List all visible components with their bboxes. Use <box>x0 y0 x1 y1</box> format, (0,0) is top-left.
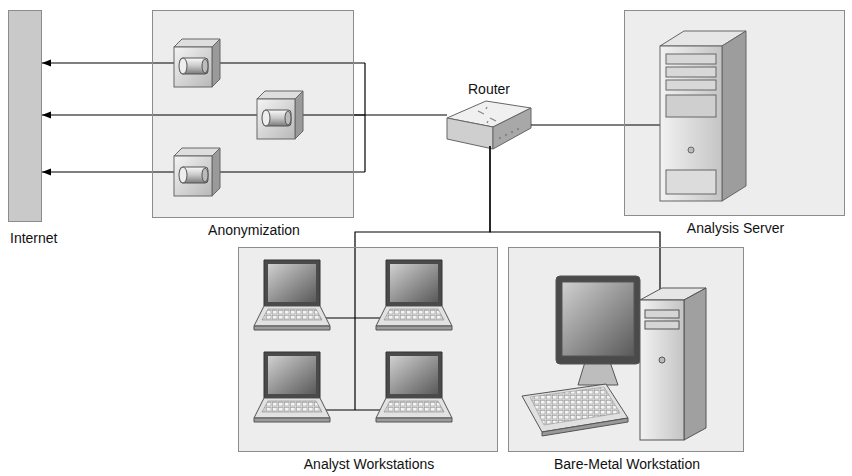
panel-ground <box>238 247 498 452</box>
connector <box>490 146 660 247</box>
connector <box>42 171 152 172</box>
panel-ground <box>508 247 744 452</box>
connector <box>355 146 490 247</box>
group-panel: Anonymization <box>152 10 354 218</box>
internet-ground <box>8 10 42 222</box>
node-label-text: Router <box>467 81 511 97</box>
router-icon <box>447 101 531 149</box>
server-wire <box>624 124 662 125</box>
connector <box>354 114 447 115</box>
lan-wires <box>322 247 380 410</box>
group-panel: Analysis Server <box>624 10 845 216</box>
node-label: Analyst Workstations <box>303 455 435 473</box>
server-tower <box>660 31 746 201</box>
node-label-text: Analysis Server <box>686 220 785 236</box>
node-label-text: Internet <box>9 230 58 246</box>
node-label-text: Anonymization <box>207 222 301 238</box>
node-label-text: Analyst Workstations <box>303 456 435 472</box>
panel-ground <box>624 10 845 216</box>
node-label: Bare-Metal Workstation <box>553 455 701 473</box>
anonymizer-servers <box>174 39 303 196</box>
group-panel: Analyst Workstations <box>238 247 498 452</box>
laptops <box>254 260 452 422</box>
router-node: Router <box>447 100 531 150</box>
node-label: Router <box>467 80 511 98</box>
connector <box>42 62 152 63</box>
desktop-computer <box>522 276 706 440</box>
connector <box>531 124 624 125</box>
desktop-wire <box>659 247 660 292</box>
connector <box>42 114 152 115</box>
group-panel: Bare-Metal Workstation <box>508 247 744 452</box>
node-label-text: Bare-Metal Workstation <box>553 456 701 472</box>
node-label: Anonymization <box>207 221 301 239</box>
node-label: Internet <box>9 229 58 247</box>
internet-bar: Internet <box>8 10 42 222</box>
panel-ground <box>152 10 354 218</box>
node-label: Analysis Server <box>686 219 785 237</box>
